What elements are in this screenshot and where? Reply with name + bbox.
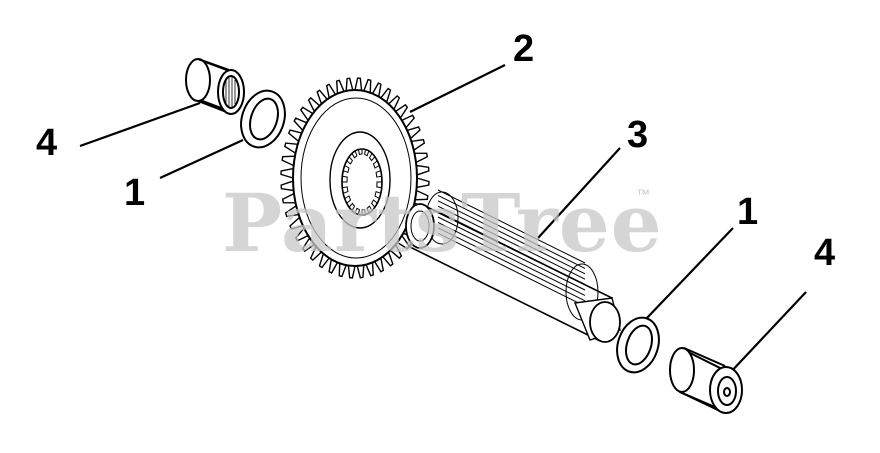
splined-shaft <box>405 189 621 343</box>
leader-line-gear <box>409 64 506 113</box>
shaft-spline-ridge <box>437 205 586 280</box>
shaft-spline-ridge <box>437 189 586 264</box>
callout-left-bushing: 4 <box>36 122 58 164</box>
shaft-spline-ridge <box>437 232 586 307</box>
leader-lines <box>79 64 807 376</box>
left-washer <box>240 89 286 149</box>
leader-line-shaft <box>537 147 621 239</box>
gear-hub-spline <box>342 149 382 215</box>
shaft-spline-ridge <box>437 194 586 269</box>
shaft-splines <box>425 189 599 321</box>
right-washer <box>616 316 660 374</box>
leader-line-right-washer <box>644 227 734 321</box>
callout-gear: 2 <box>513 28 535 70</box>
left-bushing <box>185 58 245 115</box>
hub-spline-teeth <box>342 149 382 215</box>
leader-line-left-bushing <box>79 101 201 148</box>
leader-line-left-washer <box>159 138 244 180</box>
callout-right-washer: 1 <box>737 191 759 233</box>
watermark-trademark: ™ <box>636 186 650 202</box>
callout-right-bushing: 4 <box>814 232 836 274</box>
watermark-text: PartsTree <box>222 176 663 270</box>
callout-left-washer: 1 <box>124 172 146 214</box>
callout-shaft: 3 <box>627 114 649 156</box>
shaft-spline-ridge <box>437 200 586 275</box>
shaft-spline-ridge <box>437 227 586 302</box>
leader-line-right-bushing <box>727 291 807 376</box>
shaft-spline-ridge <box>437 221 586 296</box>
spur-gear <box>280 77 430 279</box>
right-bushing <box>669 347 743 414</box>
shaft-spline-ridge <box>437 211 586 286</box>
shaft-spline-ridge <box>437 216 586 291</box>
